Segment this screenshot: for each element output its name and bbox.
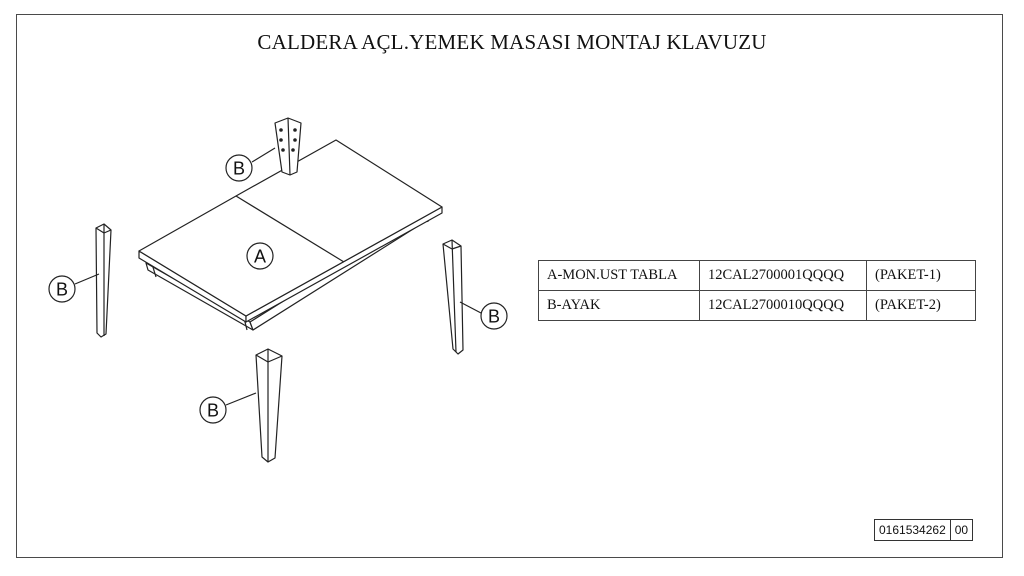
document-number-box: 0161534262 00 <box>874 519 974 541</box>
part-package: (PAKET-2) <box>866 290 976 321</box>
parts-list-table: A-MON.UST TABLA 12CAL2700001QQQQ (PAKET-… <box>538 260 976 321</box>
document-number: 0161534262 <box>874 519 951 541</box>
label-b-front: B <box>199 392 257 424</box>
table-row: A-MON.UST TABLA 12CAL2700001QQQQ (PAKET-… <box>538 260 976 291</box>
revision-number: 00 <box>949 519 974 541</box>
table-row: B-AYAK 12CAL2700010QQQQ (PAKET-2) <box>538 290 976 321</box>
svg-text:B: B <box>207 401 219 421</box>
leg-back <box>274 117 302 176</box>
label-b-left: B <box>48 273 100 303</box>
part-name: B-AYAK <box>538 290 700 321</box>
part-code: 12CAL2700001QQQQ <box>699 260 867 291</box>
label-a: A <box>246 242 274 270</box>
table-row: 0161534262 00 <box>874 519 974 541</box>
part-name: A-MON.UST TABLA <box>538 260 700 291</box>
part-package: (PAKET-1) <box>866 260 976 291</box>
svg-text:B: B <box>56 280 68 300</box>
svg-text:A: A <box>254 247 266 267</box>
svg-text:B: B <box>233 159 245 179</box>
page-title: CALDERA AÇL.YEMEK MASASI MONTAJ KLAVUZU <box>257 30 767 54</box>
table-top-part <box>138 139 443 331</box>
label-b-right: B <box>459 301 508 330</box>
label-b-back: B <box>225 147 276 182</box>
leg-left <box>95 223 112 338</box>
part-code: 12CAL2700010QQQQ <box>699 290 867 321</box>
svg-text:B: B <box>488 307 500 327</box>
leg-right <box>442 239 464 355</box>
leg-front <box>255 348 283 463</box>
